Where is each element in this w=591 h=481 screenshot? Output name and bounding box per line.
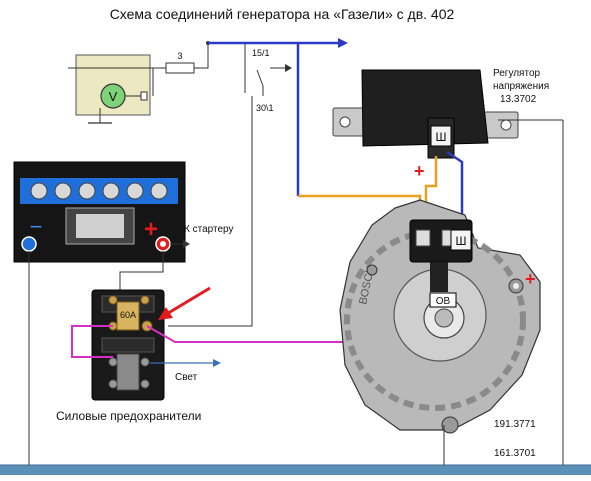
red-pointer-line <box>164 286 211 317</box>
battery-cap-6 <box>150 182 168 200</box>
starter-label: К стартеру <box>184 224 233 235</box>
generator-screw <box>366 264 378 276</box>
battery-cap-5 <box>126 182 144 200</box>
generator-terminal-label: Ш <box>456 234 467 248</box>
generator-brush-terminal-1 <box>415 229 431 247</box>
regulator-label-1: Регулятор <box>493 68 540 79</box>
generator-plus: + <box>525 269 536 289</box>
generator-shaft <box>434 308 454 328</box>
voltmeter-terminal <box>140 91 148 101</box>
battery: − + <box>13 161 186 263</box>
generator-ov-box <box>429 292 457 308</box>
voltage-regulator: Ш Регулятор напряжения 13.3702 + <box>332 68 549 181</box>
light-arrow <box>213 359 221 367</box>
battery-cap-1 <box>30 182 48 200</box>
switch-to-fuse-wire <box>168 96 253 327</box>
fuse-bolt-6 <box>140 357 150 367</box>
fuse-bolt-1 <box>108 295 118 305</box>
regulator-model: 13.3702 <box>500 94 537 105</box>
fuse-bolt-8 <box>140 379 150 389</box>
power-fuses-caption: Силовые предохранители <box>56 409 201 423</box>
model-number-2: 161.3701 <box>494 448 536 459</box>
fuse-bolt-2 <box>140 295 150 305</box>
regulator-label-2: напряжения <box>493 81 549 92</box>
battery-label <box>76 214 124 238</box>
regulator-plus: + <box>414 161 425 181</box>
fuse-3-label: 3 <box>177 51 182 61</box>
diagram-title: Схема соединений генератора на «Газели» … <box>110 6 455 22</box>
magenta-fuse-loop <box>71 325 113 358</box>
generator-ov-label: ОВ <box>436 296 451 307</box>
light-label: Свет <box>175 372 198 383</box>
generator-b-plus-stud <box>513 283 519 289</box>
blue-main-arrow <box>338 38 348 48</box>
switch-output-arrow <box>285 64 292 72</box>
battery-positive-stud <box>160 241 166 247</box>
fuse-3 <box>165 62 195 74</box>
generator-terminal-box <box>450 229 472 251</box>
voltmeter-block: V <box>68 54 160 124</box>
switch-contact <box>256 69 264 87</box>
battery-to-fuse-wire <box>119 251 164 296</box>
generator: Ш ОВ BOSCH + <box>339 199 541 434</box>
switch-label-bottom: 30\1 <box>256 103 274 113</box>
battery-cap-4 <box>102 182 120 200</box>
fuse-lower <box>116 353 140 391</box>
fuse-slot-mid <box>101 337 155 353</box>
red-pointer-arrowhead <box>158 307 173 320</box>
power-fuse-block: 60А <box>91 289 165 401</box>
model-number-1: 191.3771 <box>494 419 536 430</box>
generator-vent-ring <box>344 229 526 411</box>
ground-rail <box>0 465 591 475</box>
battery-minus: − <box>30 214 43 239</box>
regulator-screw-right <box>500 119 512 131</box>
regulator-terminal-label: Ш <box>436 130 447 144</box>
voltmeter-label: V <box>109 89 118 104</box>
fuse-bolt-7 <box>108 379 118 389</box>
battery-plus: + <box>144 216 158 243</box>
regulator-terminal-box <box>430 125 452 147</box>
regulator-body <box>361 69 489 147</box>
battery-cap-3 <box>78 182 96 200</box>
generator-ov-lead <box>430 262 448 292</box>
battery-cap-2 <box>54 182 72 200</box>
battery-negative-terminal <box>21 236 37 252</box>
generator-mount-bolt <box>441 416 459 434</box>
starter-arrow <box>183 240 190 248</box>
fuse-bolt-5 <box>108 357 118 367</box>
fuse-60a <box>116 301 140 331</box>
fuse-3-wire-right <box>194 43 209 69</box>
switch-label-top: 15/1 <box>252 48 270 58</box>
fuse-60a-label: 60А <box>120 310 136 320</box>
regulator-screw-left <box>339 116 351 128</box>
switch-feed-wire <box>208 42 246 78</box>
